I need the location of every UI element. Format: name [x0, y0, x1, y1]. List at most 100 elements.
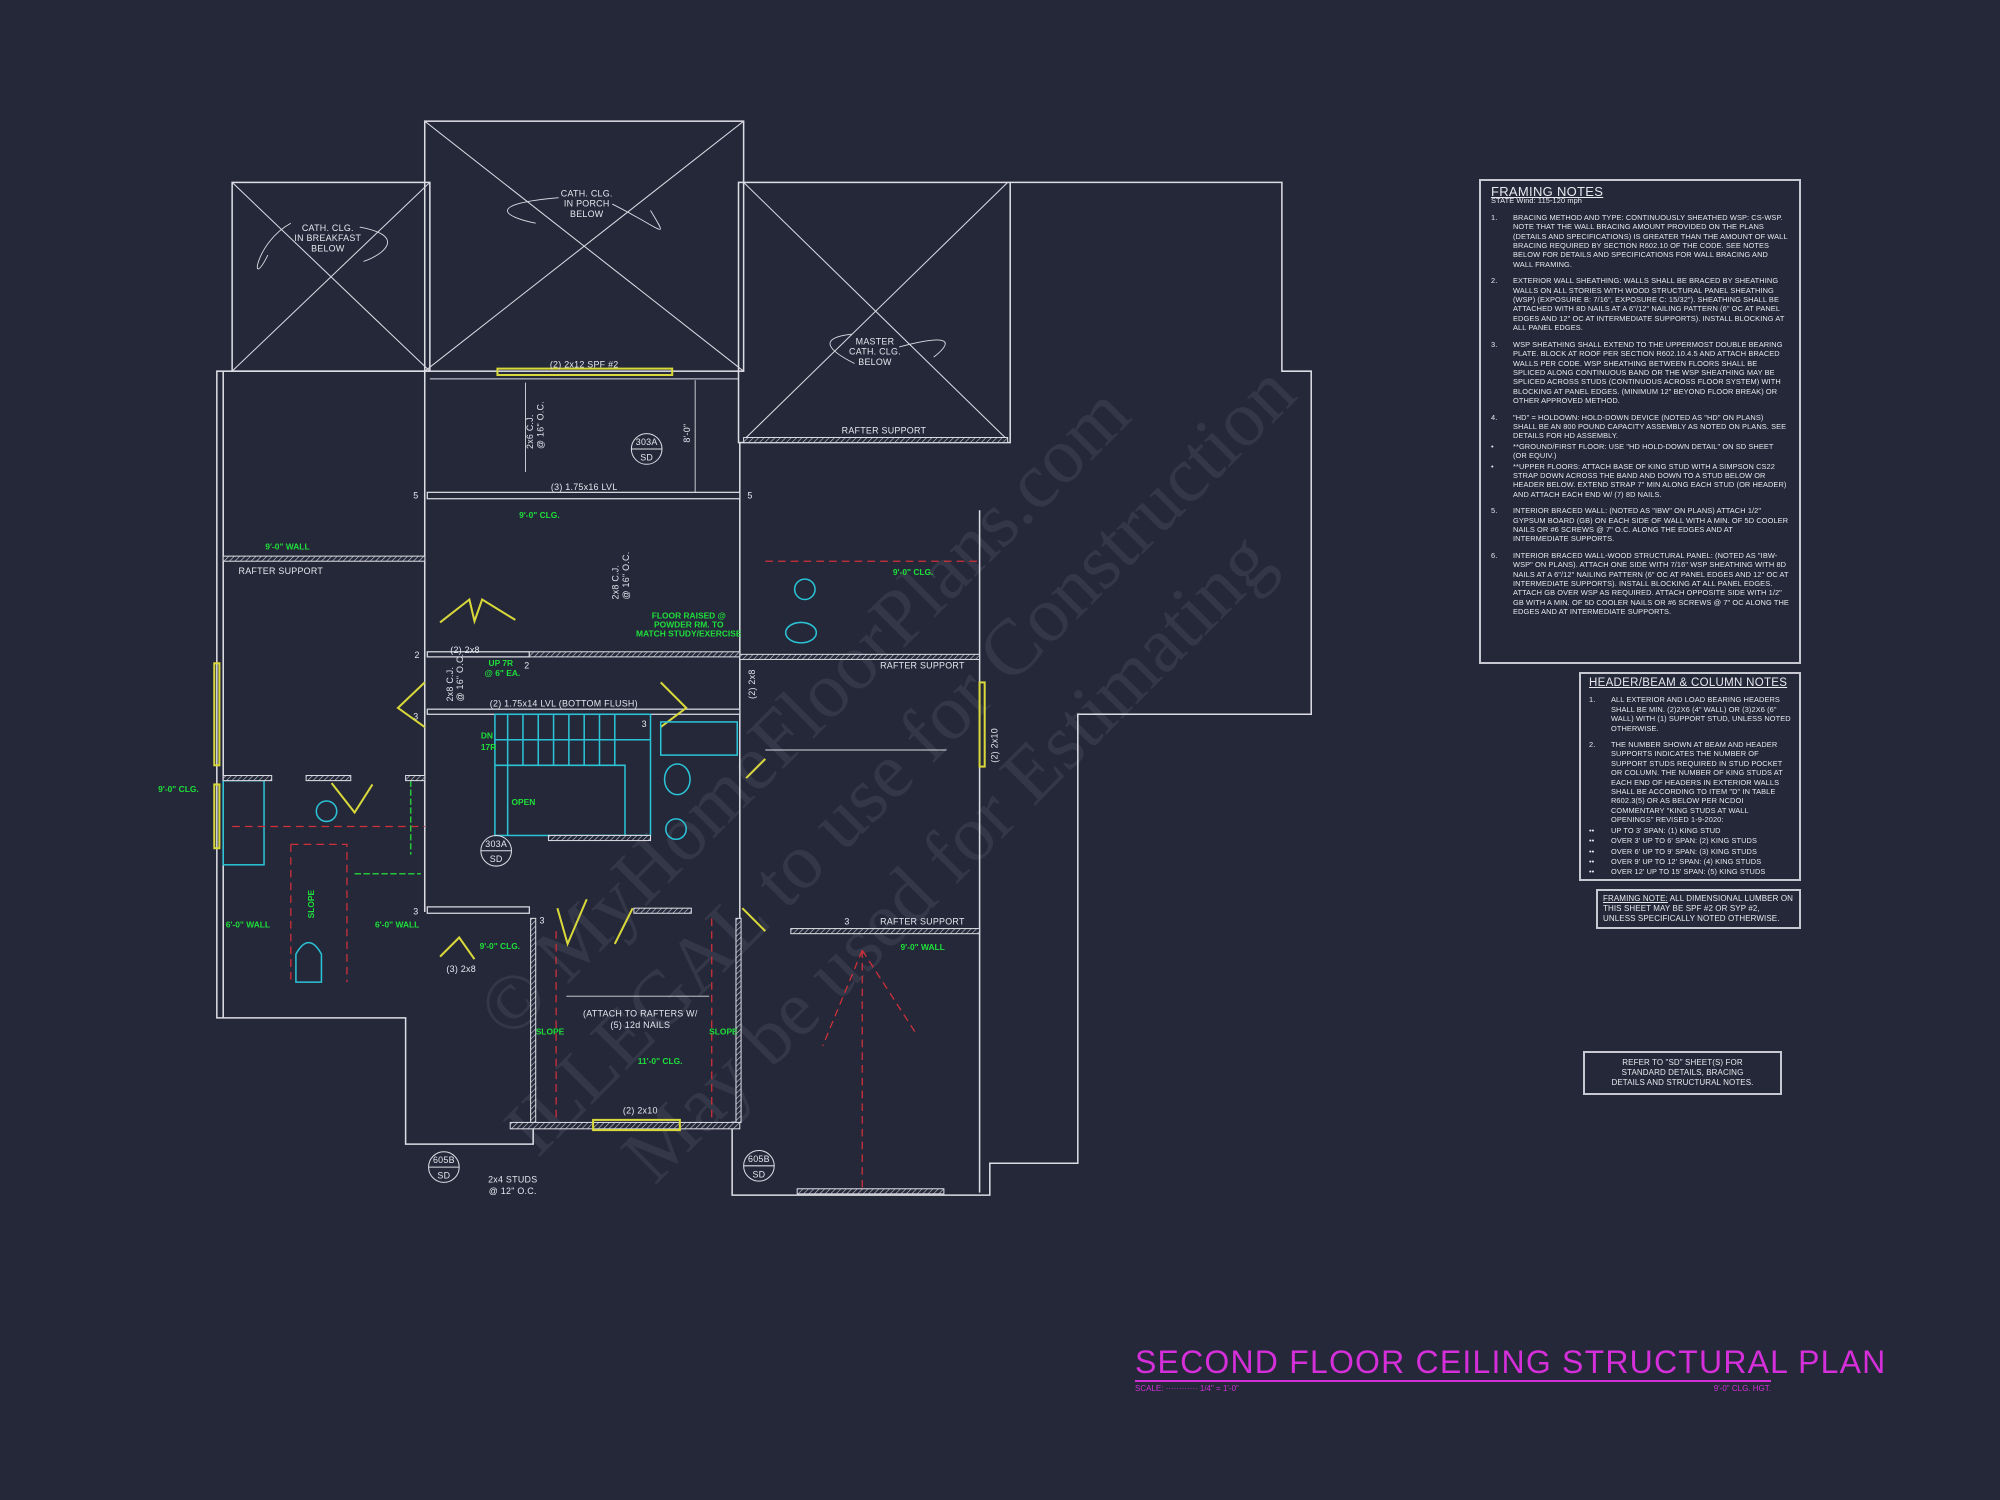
watermark: © MyHomeFloorPlans.com ILLEGAL to use fo… [462, 348, 1313, 1199]
detail-number: 605B [433, 1155, 455, 1165]
framing-notes-panel: FRAMING NOTES STATE Wind: 115-120 mph 1.… [1479, 179, 1801, 664]
beam-lvl-3 [426, 491, 741, 500]
stair-label: UP 7R [489, 658, 514, 668]
span-item: ••OVER 12' UP TO 15' SPAN: (5) KING STUD… [1589, 867, 1766, 877]
beam-2x12 [496, 367, 674, 377]
wall-height-label: 6'-0" WALL [226, 919, 270, 929]
label: CATH. CLG. [849, 347, 901, 357]
note-item: 1.ALL EXTERIOR AND LOAD BEARING HEADERS … [1589, 695, 1791, 733]
rafter-support-label: RAFTER SUPPORT [880, 660, 965, 670]
cathedral-master: MASTER CATH. CLG. BELOW RAFTER SUPPORT [737, 181, 1011, 444]
detail-callout: 303A SD [630, 433, 663, 465]
detail-callout: 605B SD [428, 1151, 460, 1183]
joist-label: @ 16" O.C. [535, 401, 545, 449]
note-item: 5.INTERIOR BRACED WALL: (NOTED AS "IBW" … [1491, 506, 1789, 544]
label: BELOW [311, 243, 345, 253]
note-label: FLOOR RAISED @ [652, 611, 726, 621]
joist-label: 2x8 C.J. [611, 565, 621, 600]
stair-label: 17R [481, 742, 496, 752]
support-number: 3 [844, 917, 849, 927]
beam-label: (2) 2x8 [450, 645, 480, 655]
detail-number: 303A [636, 437, 658, 447]
slope-label: SLOPE [306, 889, 316, 918]
detail-sheet: SD [437, 1171, 450, 1181]
support-number: 3 [642, 719, 647, 729]
span-item: ••OVER 3' UP TO 6' SPAN: (2) KING STUDS [1589, 836, 1758, 846]
detail-number: 303A [485, 839, 507, 849]
stair-label: DN [481, 731, 493, 741]
note-label: MATCH STUDY/EXERCISE [636, 628, 742, 638]
framing-notes-title: FRAMING NOTES [1491, 184, 1604, 199]
stairs: DN 17R OPEN [481, 713, 652, 837]
note-label: 2x4 STUDS [488, 1174, 537, 1184]
label: CATH. CLG. [302, 223, 354, 233]
support-number: 3 [413, 907, 418, 917]
label: MASTER [856, 336, 895, 346]
note-label: @ 12" O.C. [489, 1186, 537, 1196]
note-item: 2.THE NUMBER SHOWN AT BEAM AND HEADER SU… [1589, 740, 1783, 825]
beam-label: (2) 2x10 [989, 728, 999, 763]
note-item: 3.WSP SHEATHING SHALL EXTEND TO THE UPPE… [1491, 339, 1783, 406]
note-label: (5) 12d NAILS [610, 1020, 670, 1030]
watermark-line: ILLEGAL to use for Construction [489, 348, 1313, 1172]
note-label: POWDER RM. TO [654, 620, 724, 630]
framing-note-text: ALL DIMENSIONAL LUMBER ON THIS SHEET MAY… [1603, 894, 1794, 923]
scale-label: SCALE: ············ 1/4" = 1'-0" [1135, 1384, 1239, 1393]
cathedral-breakfast: CATH. CLG. IN BREAKFAST BELOW [231, 181, 431, 372]
slope-label: SLOPE [709, 1026, 738, 1036]
support-number: 2 [415, 650, 420, 660]
note-item: 2.EXTERIOR WALL SHEATHING: WALLS SHALL B… [1491, 276, 1785, 333]
ceiling-height-label: 9'-0" CLG. [519, 510, 560, 520]
exterior-outline [216, 181, 1312, 1196]
dimension-label: 8'-0" [682, 424, 692, 443]
span-item: ••OVER 6' UP TO 9' SPAN: (3) KING STUDS [1589, 846, 1758, 856]
detail-sheet: SD [490, 854, 503, 864]
rafter-support-label: RAFTER SUPPORT [880, 917, 965, 927]
note-item: •**UPPER FLOORS: ATTACH BASE OF KING STU… [1491, 461, 1787, 499]
beam-label: (3) 1.75x16 LVL [551, 482, 618, 492]
rafter-support-label: RAFTER SUPPORT [842, 426, 927, 436]
wall-height-label: 9'-0" WALL [265, 542, 309, 552]
beam-label: (2) 2x8 [747, 669, 757, 699]
sd-reference-note: REFER TO "SD" SHEET(S) FOR STANDARD DETA… [1583, 1051, 1782, 1095]
label: CATH. CLG. [561, 188, 613, 198]
sd-note-line: REFER TO "SD" SHEET(S) FOR [1622, 1058, 1743, 1067]
detail-callout: 605B SD [743, 1150, 775, 1182]
support-number: 5 [413, 491, 418, 501]
support-number: 3 [540, 915, 545, 925]
label: BELOW [570, 209, 604, 219]
stair-label: @ 6" EA. [485, 668, 521, 678]
rafter-support-label: RAFTER SUPPORT [239, 566, 324, 576]
ceiling-height-label: 11'-0" CLG. [638, 1056, 683, 1066]
beam-label: (2) 2x12 SPF #2 [550, 359, 619, 369]
support-number: 2 [524, 660, 529, 670]
beam-label: (2) 1.75x14 LVL (BOTTOM FLUSH) [490, 699, 638, 709]
title-block: SECOND FLOOR CEILING STRUCTURAL PLAN SCA… [1135, 1344, 1885, 1393]
joist-label: @ 16" O.C. [621, 552, 631, 600]
support-number: 5 [747, 491, 752, 501]
note-item: 6.INTERIOR BRACED WALL-WOOD STRUCTURAL P… [1491, 550, 1789, 617]
beam-label: (2) 2x10 [623, 1106, 658, 1116]
span-item: ••UP TO 3' SPAN: (1) KING STUD [1589, 825, 1721, 835]
ceiling-height-label: 9'-0" CLG. [158, 784, 199, 794]
span-item: ••OVER 9' UP TO 12' SPAN: (4) KING STUDS [1589, 856, 1762, 866]
detail-callout: 303A SD [480, 834, 512, 867]
note-label: (ATTACH TO RAFTERS W/ [583, 1009, 698, 1019]
note-item: 1.BRACING METHOD AND TYPE: CONTINUOUSLY … [1491, 212, 1788, 269]
framing-note-label: FRAMING NOTE: [1603, 894, 1668, 903]
ceiling-height-label: 9'-0" CLG. [480, 941, 521, 951]
detail-number: 605B [748, 1154, 770, 1164]
detail-sheet: SD [752, 1169, 765, 1179]
framing-note-box: FRAMING NOTE: ALL DIMENSIONAL LUMBER ON … [1596, 889, 1801, 929]
wall-height-label: 6'-0" WALL [375, 919, 419, 929]
sd-note-line: STANDARD DETAILS, BRACING [1621, 1068, 1744, 1077]
detail-sheet: SD [640, 452, 653, 462]
open-label: OPEN [511, 797, 535, 807]
ceiling-height-label: 9'-0" CLG. HGT. [1713, 1384, 1771, 1393]
label: BELOW [858, 357, 892, 367]
header-notes-title: HEADER/BEAM & COLUMN NOTES [1589, 677, 1788, 689]
beam-label: (3) 2x8 [446, 964, 476, 974]
cathedral-porch: CATH. CLG. IN PORCH BELOW [423, 120, 745, 372]
joist-label: @ 16" O.C. [455, 654, 465, 702]
